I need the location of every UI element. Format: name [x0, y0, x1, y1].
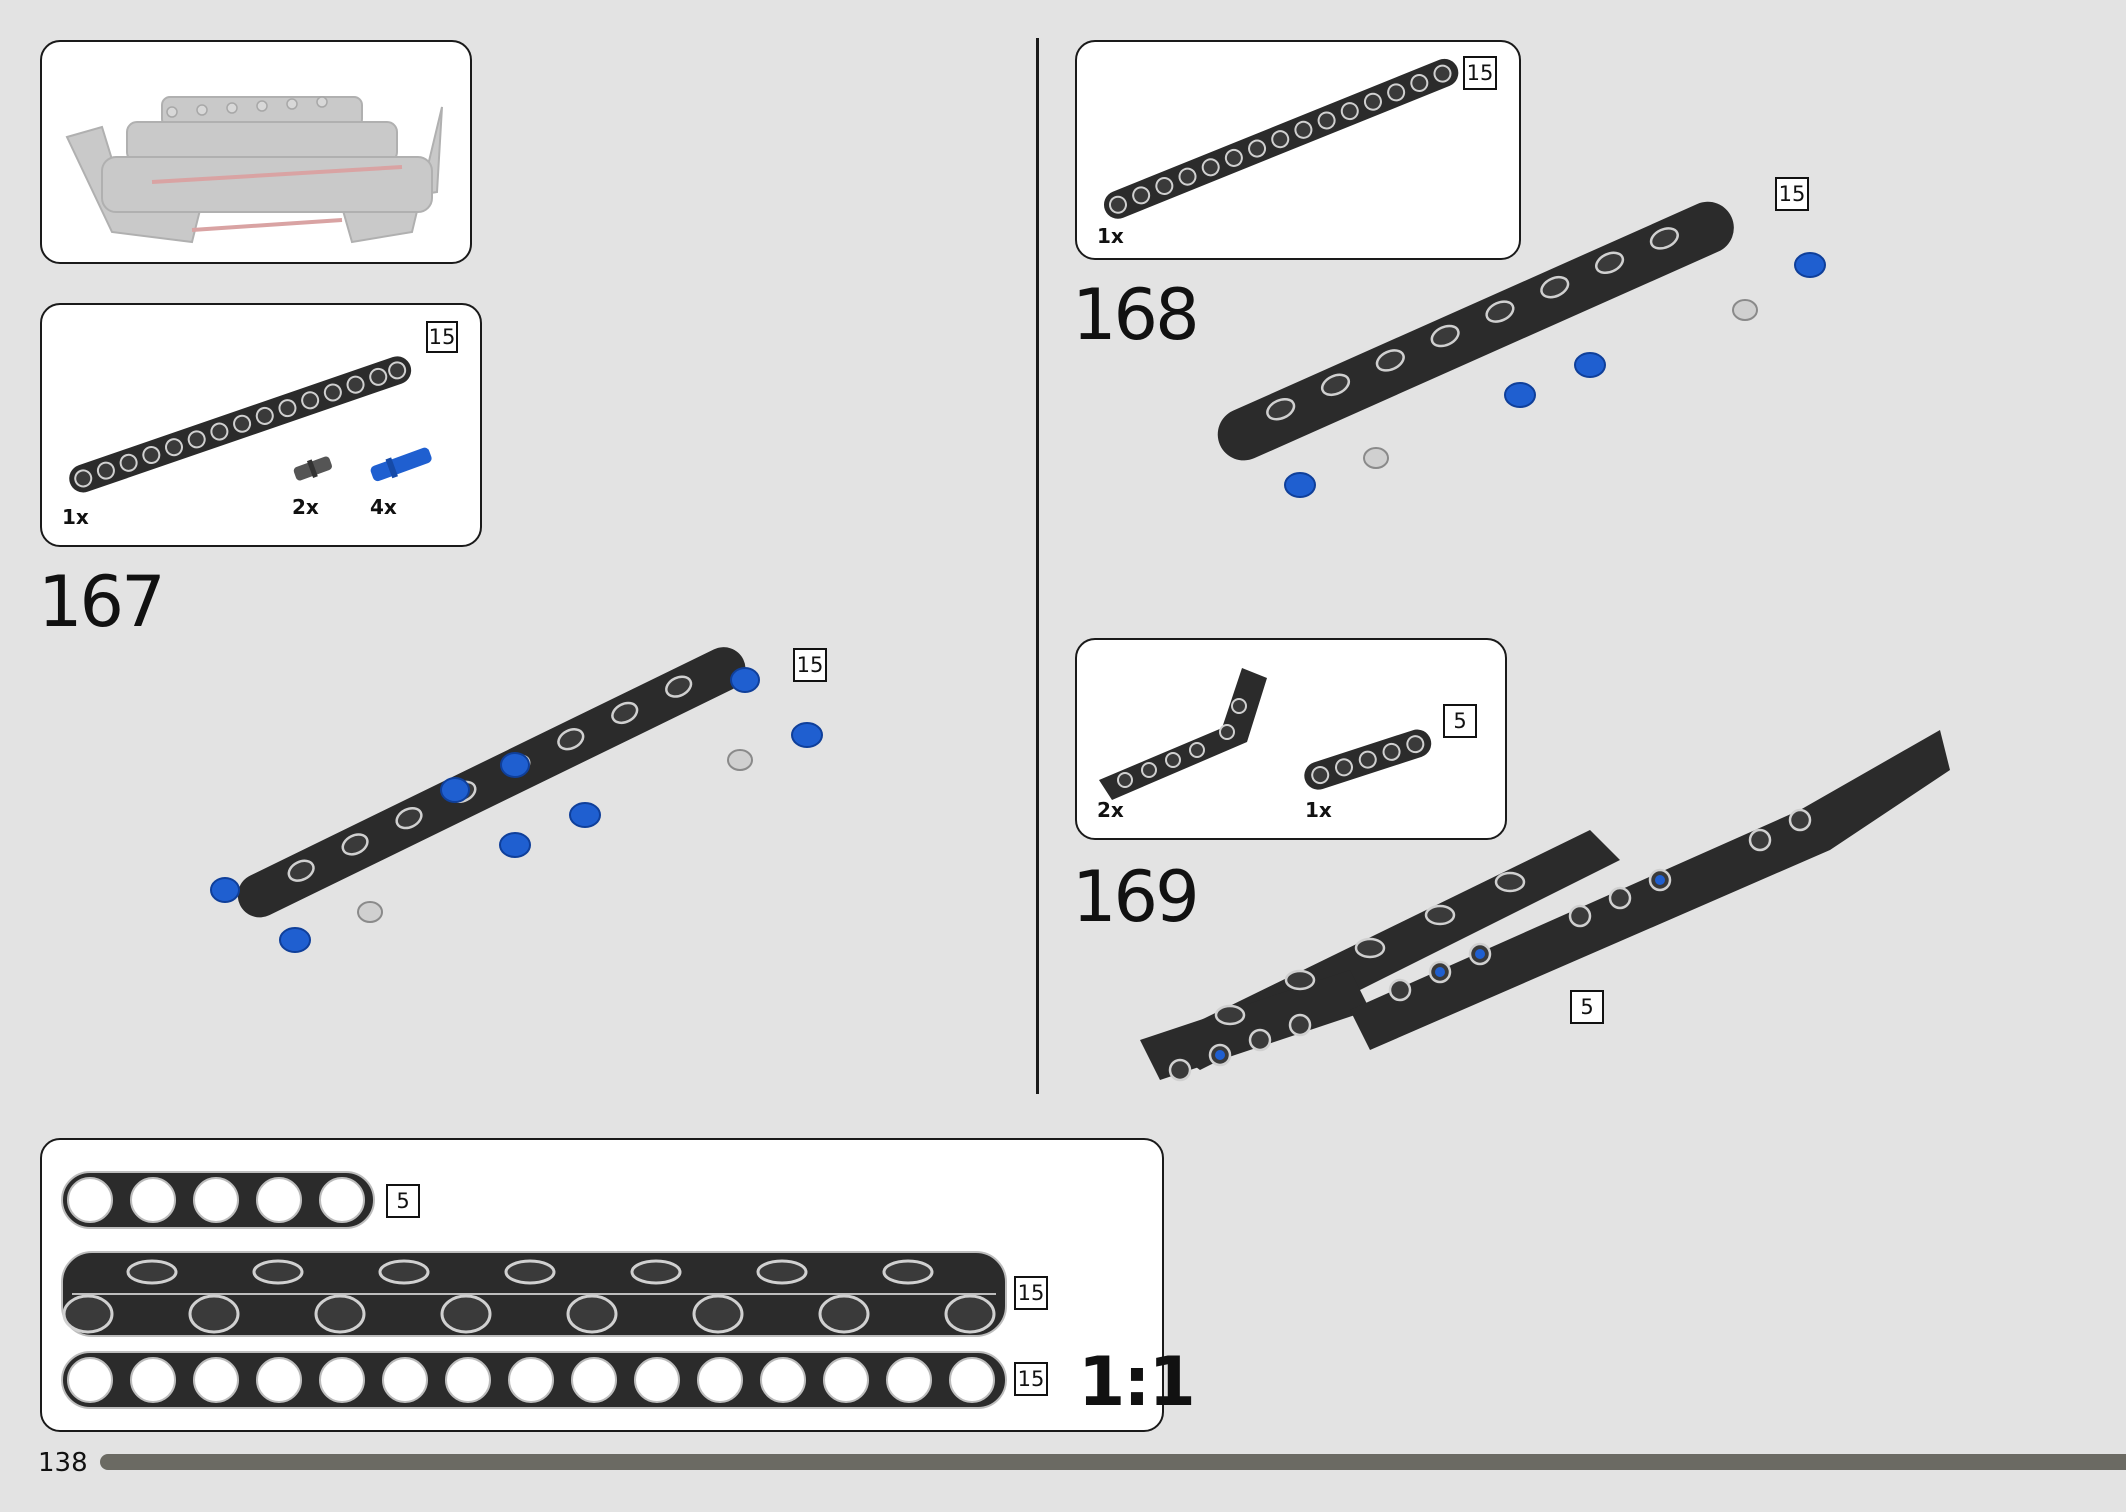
blue-pin-part	[370, 447, 432, 482]
scale-ruler-box: 5 15 15	[40, 1138, 1164, 1432]
step-number-167: 167	[38, 561, 166, 643]
assembly-length-badge-168: 15	[1775, 177, 1809, 211]
step-167-parts-box: 1x 2x 4x 15	[40, 303, 482, 547]
gray-pin-part	[293, 456, 332, 481]
page-number: 138	[38, 1448, 88, 1478]
part-qty-bent-beam: 2x	[1097, 798, 1124, 822]
step-168-assembly	[1217, 201, 1826, 498]
assembly-length-badge-167: 15	[793, 648, 827, 682]
step-number-169: 169	[1072, 856, 1200, 938]
beam-5-ruler	[61, 1171, 375, 1229]
step-168-parts-box: 1x 15	[1075, 40, 1521, 260]
assembly-length-badge-169: 5	[1570, 990, 1604, 1024]
step-169-assembly	[1140, 730, 1950, 1082]
beam-15-part	[69, 356, 432, 493]
part-qty-beam: 1x	[1097, 224, 1124, 248]
step-167-assembly	[210, 647, 823, 953]
beam-15-side-ruler	[61, 1251, 1007, 1337]
ruler-length-badge-15: 15	[1014, 1362, 1048, 1396]
part-length-badge: 15	[1463, 56, 1497, 90]
previous-step-thumbnail	[40, 40, 472, 264]
page-progress-bar	[100, 1454, 2126, 1470]
part-qty-beam: 1x	[62, 505, 89, 529]
ruler-length-badge-15-side: 15	[1014, 1276, 1048, 1310]
part-length-badge: 5	[1443, 704, 1477, 738]
part-qty-gray-pin: 2x	[292, 495, 319, 519]
step-169-parts-box: 2x 1x 5	[1075, 638, 1507, 840]
step-number-168: 168	[1072, 274, 1200, 356]
beam-15-ruler	[61, 1351, 1007, 1409]
short-beam-part	[1304, 729, 1432, 790]
scale-label: 1:1	[1078, 1343, 1196, 1422]
ruler-length-badge-5: 5	[386, 1184, 420, 1218]
beam-15-part	[1103, 58, 1459, 219]
part-qty-blue-pin: 4x	[370, 495, 397, 519]
previous-assembly-image	[65, 96, 443, 244]
part-qty-short-beam: 1x	[1305, 798, 1332, 822]
bent-beam-part	[1099, 668, 1432, 800]
part-length-badge: 15	[426, 321, 458, 353]
column-divider	[1036, 38, 1039, 1094]
